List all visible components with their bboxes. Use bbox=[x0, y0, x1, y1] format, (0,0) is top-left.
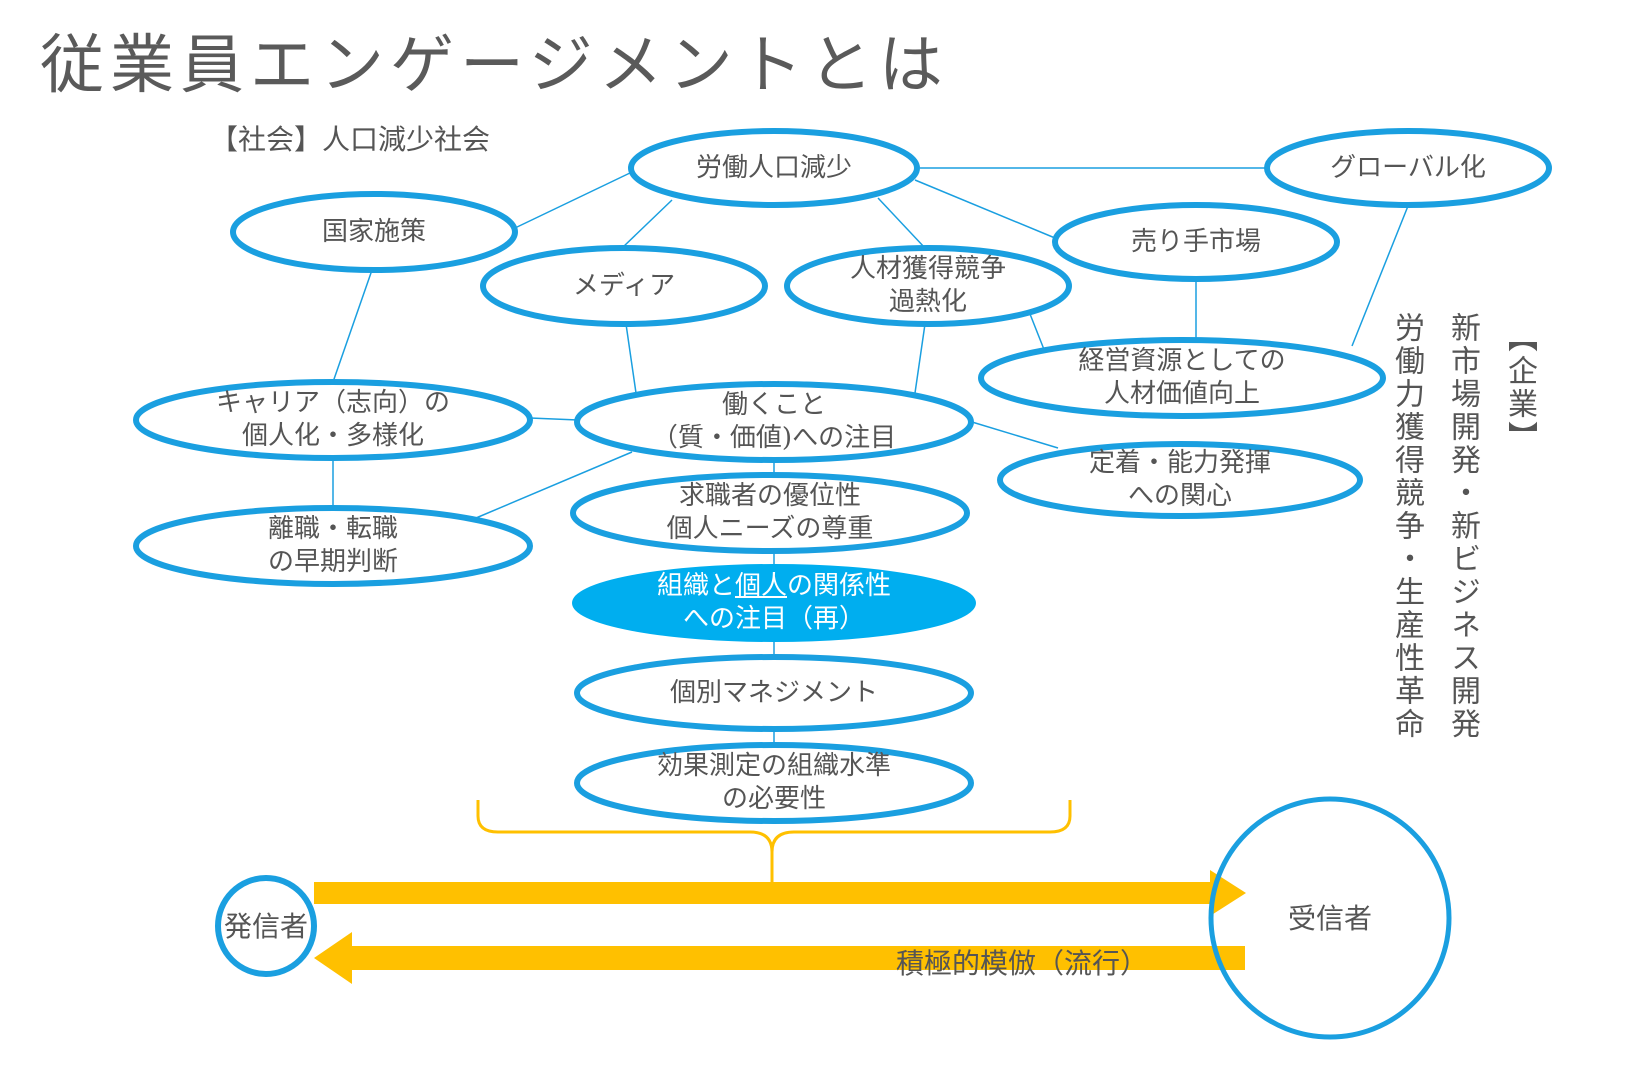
node-management: 個別マネジメント bbox=[669, 677, 878, 708]
node-policy: 国家施策 bbox=[321, 216, 426, 247]
node-work-ellipse bbox=[574, 381, 974, 463]
edge-global-value bbox=[1351, 205, 1409, 347]
node-talent-ellipse bbox=[784, 245, 1072, 327]
node-relationship: 組織と個人の関係性 への注目（再） bbox=[573, 565, 975, 641]
edge-labor-media bbox=[621, 199, 673, 249]
node-mgmt-ellipse bbox=[574, 654, 974, 732]
node-labor: 労働人口減少 bbox=[695, 152, 852, 183]
edge-labor-seller bbox=[914, 179, 1056, 239]
node-retain-ellipse bbox=[997, 441, 1363, 519]
node-career-ellipse bbox=[133, 379, 533, 461]
company-label: 【企業】 bbox=[1502, 322, 1537, 454]
node-seller-ellipse bbox=[1052, 202, 1340, 282]
node-retain: 定着・能力発揮 への関心 bbox=[1088, 448, 1271, 511]
node-global-ellipse bbox=[1264, 128, 1552, 208]
receiver-label: 受信者 bbox=[1287, 901, 1372, 935]
edge-labor-policy bbox=[514, 171, 633, 229]
edge-policy-career bbox=[332, 269, 373, 383]
node-value: 経営資源としての 人材価値向上 bbox=[1078, 346, 1286, 409]
edge-labor-talent bbox=[877, 197, 926, 249]
page-title: 従業員エンゲージメントとは bbox=[40, 29, 949, 103]
edge-work-retain bbox=[971, 421, 1059, 449]
arrow-left-shaft bbox=[350, 946, 1245, 970]
node-policy-ellipse bbox=[230, 191, 518, 273]
company-text-labor-competition: 労働力獲得競争・生産性革命 bbox=[1389, 312, 1424, 741]
node-value-ellipse bbox=[978, 337, 1386, 419]
node-seller: 売り手市場 bbox=[1130, 226, 1261, 257]
node-seeker-ellipse bbox=[570, 472, 970, 554]
node-ellipses bbox=[133, 128, 1552, 824]
node-rel-ellipse bbox=[572, 564, 976, 642]
edge-career-work bbox=[529, 417, 579, 421]
rel-text-1: 組織と bbox=[656, 571, 735, 601]
receiver-circle bbox=[1208, 796, 1452, 1040]
arrow-right-shaft bbox=[314, 882, 1212, 904]
node-global: グローバル化 bbox=[1330, 152, 1486, 183]
imitation-label: 積極的模倣（流行） bbox=[896, 947, 1149, 980]
node-labor-ellipse bbox=[628, 128, 920, 208]
node-measure: 効果測定の組織水準 の必要性 bbox=[656, 751, 891, 814]
connector-lines bbox=[332, 167, 1409, 742]
company-text-new-market: 新市場開発・新ビジネス開発 bbox=[1445, 312, 1480, 741]
edge-work-leave bbox=[475, 451, 633, 519]
rel-text-3: の関係性 への注目（再） bbox=[682, 571, 892, 634]
bracket bbox=[476, 800, 1072, 884]
sender-circle bbox=[215, 875, 317, 977]
node-relationship-text: 組織と個人の関係性 への注目（再） bbox=[657, 570, 891, 636]
node-media: メディア bbox=[572, 270, 676, 301]
node-seeker: 求職者の優位性 個人ニーズの尊重 bbox=[666, 481, 874, 544]
society-label: 【社会】人口減少社会 bbox=[210, 123, 491, 156]
edge-media-work bbox=[625, 323, 637, 394]
node-leave-ellipse bbox=[133, 505, 533, 587]
node-leave: 離職・転職 の早期判断 bbox=[267, 514, 398, 577]
node-career: キャリア（志向）の 個人化・多様化 bbox=[215, 388, 450, 451]
node-media-ellipse bbox=[480, 245, 768, 327]
edge-talent-value bbox=[1029, 313, 1046, 353]
node-talent: 人材獲得競争 過熱化 bbox=[849, 254, 1006, 317]
arrow-left-head bbox=[314, 932, 352, 984]
sender-label: 発信者 bbox=[223, 909, 308, 943]
node-work: 働くこと （質・価値)への注目 bbox=[651, 390, 897, 453]
flow-arrows bbox=[314, 870, 1246, 984]
edge-talent-work bbox=[914, 323, 926, 394]
rel-text-individual: 個人 bbox=[734, 571, 787, 601]
node-measure-ellipse bbox=[574, 742, 974, 824]
